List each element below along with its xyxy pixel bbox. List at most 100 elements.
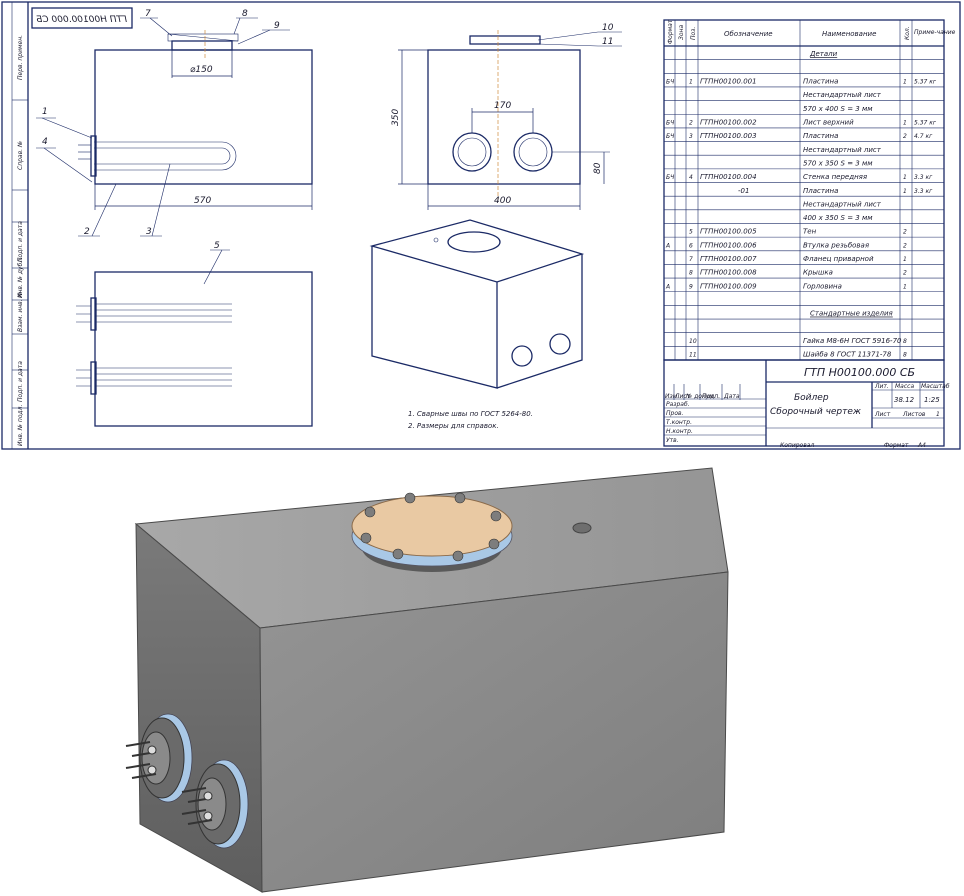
spec-cell-qty: 1 [903,283,907,290]
spec-cell-pos: 9 [689,283,693,290]
title-side-label: Т.контр. [666,419,692,426]
spec-cell-note: 3.3 кг [914,188,933,195]
spec-header-name: Наименование [822,30,876,38]
spec-cell-name: Детали [809,50,838,58]
spec-header-pos: Поз. [690,27,697,40]
bolt-icon [454,492,466,504]
spec-cell-name: Втулка резьбовая [803,241,869,249]
side-label-1: Справ. № [17,141,24,170]
spec-cell-format: БЧ [666,174,674,181]
side-label-0: Перв. примен. [17,35,24,80]
title-side-label: Н.контр. [666,428,693,435]
front-view: ⌀150 570 7 8 9 1 4 2 3 [36,9,313,237]
format-label: Формат [884,442,909,449]
dim-length: 570 [194,196,211,206]
dim-height: 350 [391,109,401,126]
spec-cell-name: Пластина [803,187,838,195]
spec-cell-designation: ГТПН00100.003 [700,132,757,140]
title-col-lit: Лит. [874,383,889,390]
mirror-stamp-text: ГТП Н00100.000 СБ [36,15,127,25]
spec-cell-pos: 5 [689,229,693,236]
spec-cell-name: Нестандартный лист [803,200,882,208]
spec-cell-qty: 2 [903,133,907,140]
spec-cell-name: Фланец приварной [803,255,874,263]
title-col-mass: Масса [895,383,914,390]
spec-cell-format: БЧ [666,120,674,127]
spec-cell-designation: ГТПН00100.008 [700,269,757,277]
spec-cell-pos: 11 [689,352,697,359]
spec-cell-name: Горловина [803,282,842,290]
spec-cell-qty: 2 [903,229,907,236]
callout-4: 4 [42,137,48,147]
dim-hole-spacing: 170 [494,101,511,111]
specification-table: Формат Зона Поз. Обозначение Наименовани… [663,19,956,361]
title-head-label: № докум. [685,393,716,400]
spec-cell-format: БЧ [666,133,674,140]
callout-5: 5 [214,241,220,251]
side-view: 170 350 400 80 10 11 [391,23,622,210]
title-head-label: Дата [723,393,740,400]
bolt-icon [490,510,502,522]
spec-cell-qty: 1 [903,120,907,127]
spec-cell-designation: ГТПН00100.007 [700,255,757,263]
top-flange [351,492,513,572]
spec-cell-qty: 1 [903,174,907,181]
spec-cell-note: 5.37 кг [914,79,937,86]
spec-cell-qty: 1 [903,256,907,263]
spec-cell-pos: 6 [689,242,693,249]
side-label-2: Подп. и дата [17,221,24,262]
boiler-3d-render [125,467,729,893]
title-scale: 1:25 [924,396,940,404]
spec-cell-qty: 8 [903,352,907,359]
callout-8: 8 [242,9,248,19]
spec-cell-note: 3.3 кг [914,174,933,181]
title-head-label: Подп. [702,393,720,400]
spec-cell-name: Нестандартный лист [803,146,882,154]
spec-cell-pos: 2 [689,120,693,127]
spec-cell-note: 5.37 кг [914,120,937,127]
spec-cell-name: Крышка [803,269,833,277]
tank-front-face [259,571,729,893]
spec-header-zone: Зона [678,25,685,40]
flange-cover [351,495,513,557]
spec-cell-name: 570 х 350 S = 3 мм [803,159,873,167]
sheet-outer-frame [1,1,961,450]
spec-cell-format: А [665,242,670,249]
side-margin-strip: Перв. примен. Справ. № Подп. и дата Инв.… [11,2,29,449]
callout-2: 2 [84,227,90,237]
title-side-label: Пров. [666,410,684,417]
title-block: ГТП Н00100.000 СБ Бойлер Сборочный черте… [663,359,950,447]
title-side-label: Утв. [666,437,679,444]
assembly-drawing-sheet: Перв. примен. Справ. № Подп. и дата Инв.… [1,1,961,450]
spec-cell-name: Пластина [803,132,838,140]
bolt-icon [488,538,500,550]
spec-cell-qty: 2 [903,270,907,277]
spec-cell-qty: 8 [903,338,907,345]
title-product: Бойлер [794,393,829,403]
heater-flange-1 [125,713,193,803]
top-vent-hole [572,522,592,534]
spec-cell-pos: 3 [689,133,693,140]
spec-cell-name: Лист верхний [802,119,854,127]
spec-cell-pos: 7 [689,256,693,263]
spec-cell-designation: ГТПН00100.006 [700,241,757,249]
spec-cell-name: Тен [803,228,817,236]
callout-7: 7 [145,9,151,19]
title-col-scale: Масштаб [921,383,950,390]
spec-cell-name: Стенка передняя [803,173,867,181]
title-sheets-label: Листов [902,411,926,418]
spec-cell-name: Нестандартный лист [803,91,882,99]
spec-cell-pos: 4 [689,174,693,181]
top-view: 5 [76,241,313,427]
spec-cell-designation: ГТПН00100.009 [700,282,757,290]
callout-1: 1 [42,107,48,117]
spec-cell-name: Пластина [803,78,838,86]
callout-3: 3 [146,227,152,237]
spec-cell-name: Шайба 8 ГОСТ 11371-78 [803,351,892,359]
title-mass: 38.12 [894,396,915,404]
spec-cell-name: 570 х 400 S = 3 мм [803,105,873,113]
bolt-icon [360,532,372,544]
spec-cell-designation: ГТПН00100.002 [700,119,757,127]
spec-cell-pos: 10 [689,338,697,345]
